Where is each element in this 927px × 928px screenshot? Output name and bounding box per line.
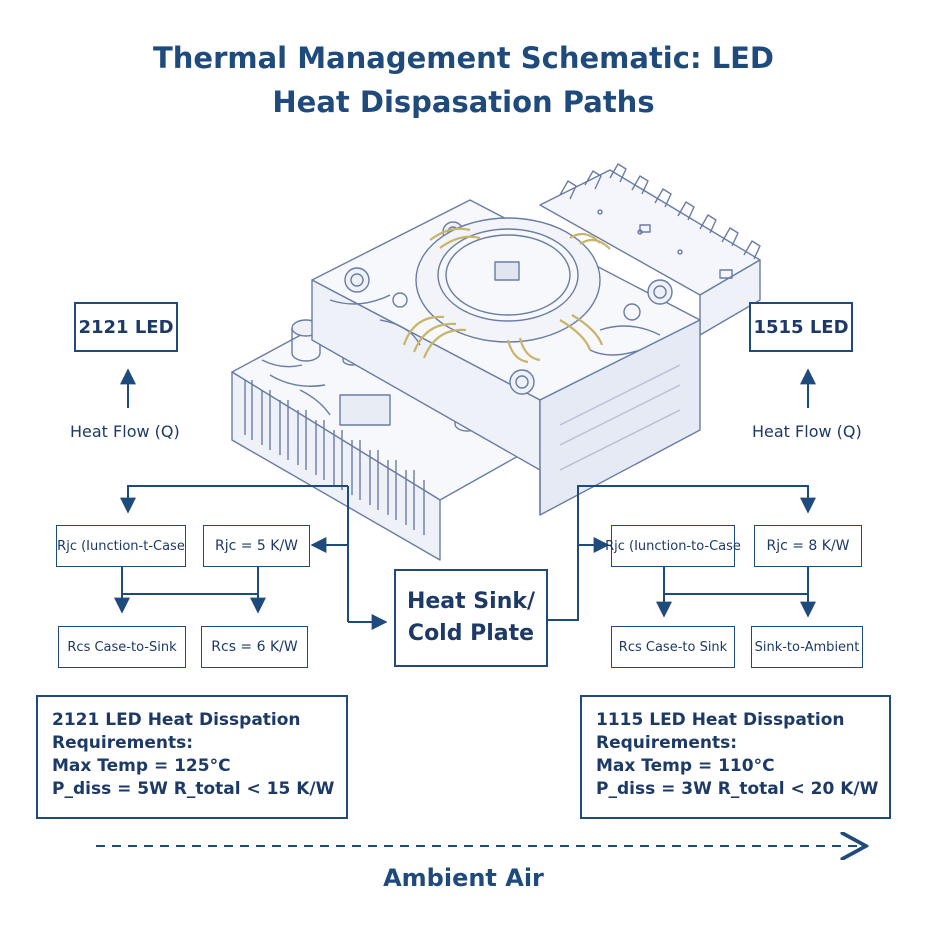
right-rjc-name-box: Rjc (Iunction-to-Case: [605, 525, 741, 567]
left-req-line-4: P_diss = 5W R_total < 15 K/W: [52, 779, 335, 799]
right-req-line-1: 1115 LED Heat Disspation: [596, 710, 845, 730]
right-sink-to-ambient-box: Sink-to-Ambient: [751, 626, 863, 668]
bond-wires: [402, 227, 611, 364]
right-req-line-3: Max Temp = 110°C: [596, 756, 775, 776]
right-rjc-value-box: Rjc = 8 K/W: [754, 525, 862, 567]
right-req-line-4: P_diss = 3W R_total < 20 K/W: [596, 779, 879, 799]
heat-sink-line-1: Heat Sink/: [406, 589, 536, 614]
left-rcs-name-box: Rcs Case-to-Sink: [58, 626, 186, 668]
left-heatsink: [231, 319, 521, 561]
left-req-line-2: Requirements:: [52, 733, 194, 753]
heat-sink-box: Heat Sink/ Cold Plate: [394, 569, 548, 667]
ambient-air-label: Ambient Air: [383, 864, 544, 892]
led-1515-box: 1515 LED: [749, 302, 853, 352]
left-req-line-1: 2121 LED Heat Disspation: [52, 710, 301, 730]
left-req-line-3: Max Temp = 125°C: [52, 756, 231, 776]
right-requirements-box: 1115 LED Heat Disspation Requirements: M…: [580, 695, 891, 819]
led-module-block: [311, 199, 701, 516]
left-rcs-value-box: Rcs = 6 K/W: [201, 626, 308, 668]
left-requirements-box: 2121 LED Heat Disspation Requirements: M…: [36, 695, 348, 819]
heat-sink-line-2: Cold Plate: [407, 621, 535, 646]
title-line-2: Heat Dispasation Paths: [272, 85, 655, 119]
heat-flow-right-label: Heat Flow (Q): [752, 422, 862, 441]
heat-flow-left-label: Heat Flow (Q): [70, 422, 180, 441]
right-req-line-2: Requirements:: [596, 733, 738, 753]
title-line-1: Thermal Management Schematic: LED: [152, 41, 774, 75]
left-rjc-value-box: Rjc = 5 K/W: [203, 525, 310, 567]
right-heatsink: [539, 163, 761, 336]
right-rcs-name-box: Rcs Case-to Sink: [611, 626, 735, 668]
led-2121-box: 2121 LED: [74, 302, 178, 352]
left-rjc-name-box: Rjc (Iunction-t-Case: [56, 525, 186, 567]
